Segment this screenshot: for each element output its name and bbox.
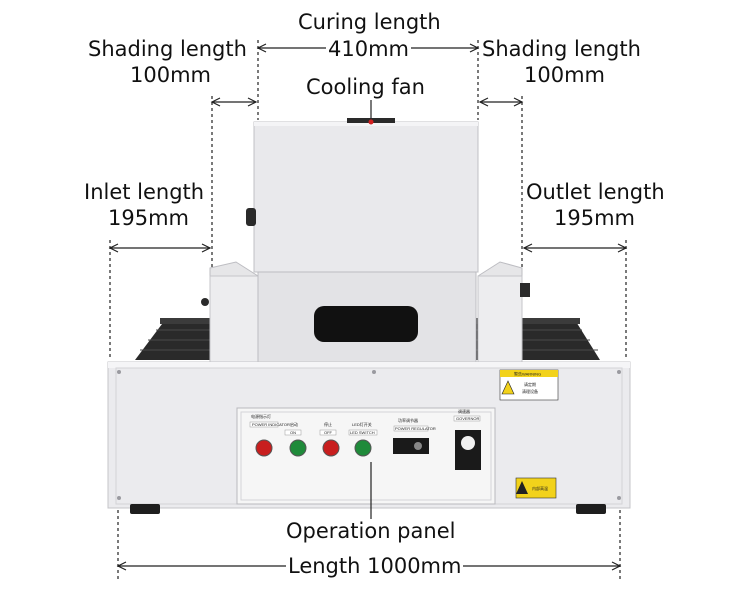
speed-controller-label: 调速器	[458, 408, 470, 414]
start-label: 启动	[290, 421, 298, 427]
shading-left-value: 100mm	[128, 63, 213, 87]
operation-panel	[236, 407, 496, 505]
operation-panel-label: Operation panel	[284, 519, 458, 543]
panel-buttons	[255, 430, 481, 470]
power-regulation-label: 功率调节器	[398, 417, 418, 423]
outlet-length-value: 195mm	[552, 206, 637, 230]
curing-length-title: Curing length	[296, 10, 443, 34]
warning-line2: 清理设备	[522, 388, 538, 394]
cooling-fan-label: Cooling fan	[304, 75, 427, 99]
vent-slot	[314, 306, 418, 342]
warning-title: 警告WARNING	[514, 371, 541, 377]
right-shading-cover	[477, 261, 530, 363]
shading-right-title: Shading length	[480, 37, 643, 61]
hot-warning-sticker: 内部高温	[515, 477, 557, 499]
lamp-housing	[246, 118, 479, 273]
hot-warning-text: 内部高温	[532, 485, 548, 491]
total-length-label: Length 1000mm	[286, 554, 464, 578]
stop-label: 停止	[324, 421, 332, 427]
shading-left-title: Shading length	[86, 37, 249, 61]
led-switch-button	[354, 439, 372, 457]
warning-line1: 请定期	[524, 381, 536, 387]
power-display	[393, 438, 429, 454]
shading-right-value: 100mm	[522, 63, 607, 87]
dimension-lines	[108, 40, 628, 580]
curing-chamber	[257, 271, 477, 365]
stop-label-en: OFF	[324, 430, 333, 435]
left-shading-cover	[201, 261, 259, 363]
panel-labels: 电源指示灯 POWER INDICATOR 启动 ON 停止 OFF LED灯开…	[249, 408, 481, 436]
led-switch-label: LED灯开关	[352, 421, 372, 427]
warning-sticker: 警告WARNING 请定期 清理设备	[499, 369, 559, 401]
speed-controller-label-en: GOVERNOR	[456, 416, 479, 421]
machine-feet	[130, 504, 606, 514]
power-indicator-label: 电源指示灯	[251, 413, 271, 419]
start-label-en: ON	[290, 430, 296, 435]
inlet-length-title: Inlet length	[82, 180, 207, 204]
outlet-length-title: Outlet length	[524, 180, 667, 204]
inlet-length-value: 195mm	[106, 206, 191, 230]
power-regulation-label-en: POWER REGULATOR	[395, 426, 436, 431]
led-switch-label-en: LED SWITCH	[350, 430, 375, 435]
power-indicator-lamp	[255, 439, 273, 457]
power-indicator-label-en: POWER INDICATOR	[252, 422, 290, 427]
start-button	[289, 439, 307, 457]
curing-length-value: 410mm	[326, 37, 411, 61]
stop-button	[322, 439, 340, 457]
